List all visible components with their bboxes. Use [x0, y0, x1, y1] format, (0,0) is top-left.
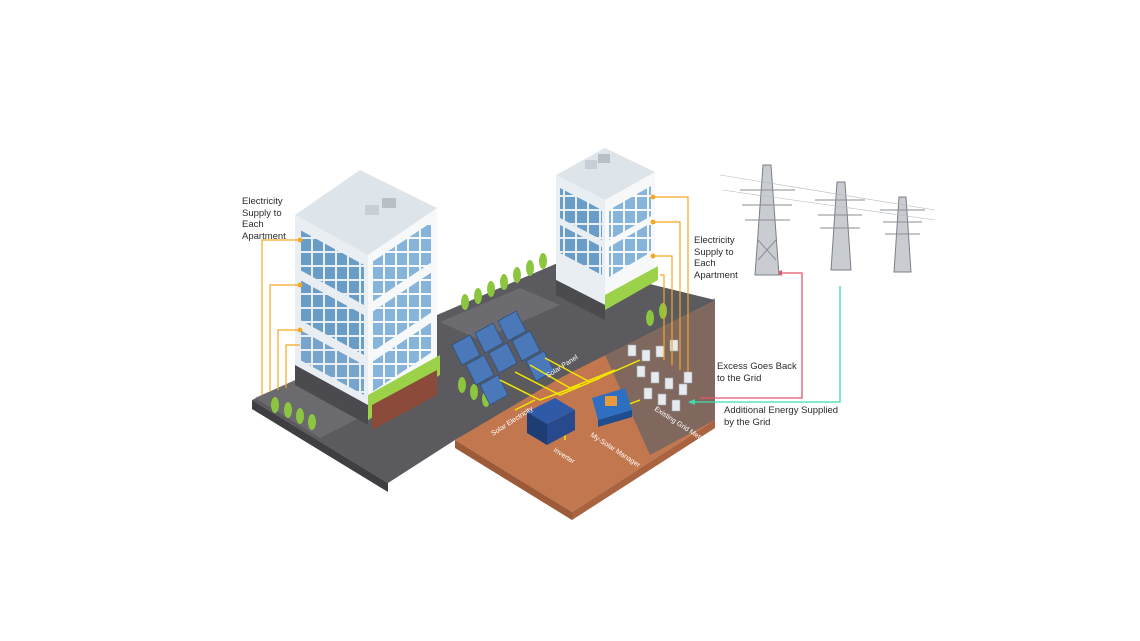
grid-supply-arrow-icon: [688, 399, 695, 405]
additional-supply-label: Additional Energy Supplied by the Grid: [724, 405, 839, 428]
right-supply-label: Electricity Supply to Each Apartment: [694, 235, 738, 281]
grid-supply-line: [694, 286, 841, 403]
excess-label: Excess Goes Back to the Grid: [717, 361, 797, 384]
left-building-icon: [295, 170, 440, 430]
solar-panel-array: [451, 310, 555, 406]
excess-return-line: [700, 272, 803, 399]
transmission-tower-icon: [719, 164, 936, 276]
electric-meter-icon: [627, 339, 693, 412]
right-building-icon: [556, 148, 658, 320]
solar-manager-icon: [592, 388, 632, 427]
trees: [271, 253, 667, 430]
right-supply-lines: [650, 194, 689, 372]
solar-panel-icon: [451, 310, 555, 406]
left-supply-lines: [261, 237, 303, 395]
inverter-icon: [527, 398, 575, 445]
left-supply-label: Electricity Supply to Each Apartment: [242, 196, 286, 242]
